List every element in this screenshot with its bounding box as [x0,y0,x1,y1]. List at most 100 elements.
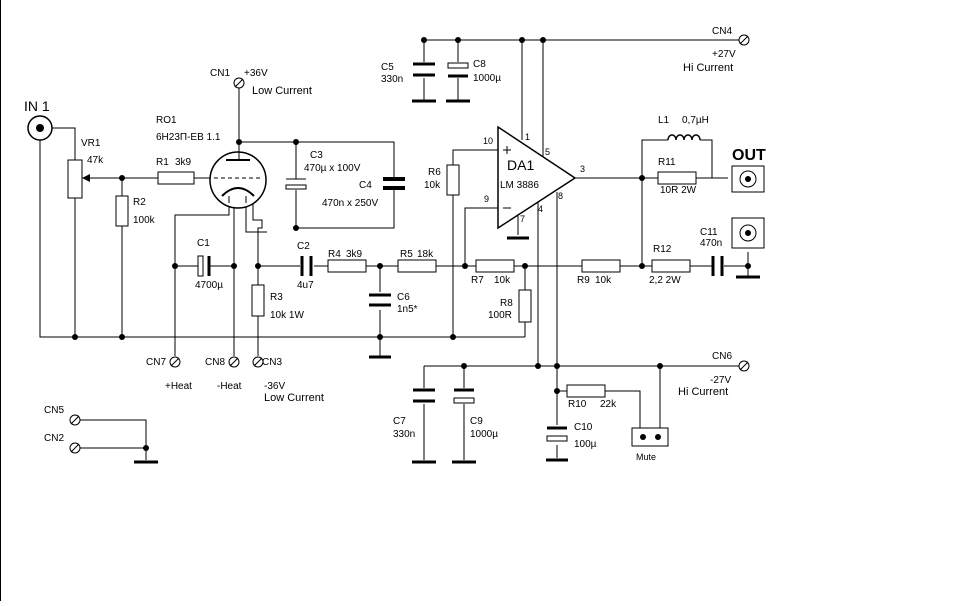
label-pin7: 7 [520,214,525,224]
terminal-cn6 [738,360,750,372]
label-r12: R12 [653,244,672,255]
label-ro1-value: 6Н23П-ЕВ 1.1 [156,132,221,143]
label-cn8: CN8 [205,357,225,368]
resistor-r4 [327,259,367,273]
mute-jumper [631,427,669,447]
label-cn2: CN2 [44,433,64,444]
capacitor-c1 [197,255,211,277]
inductor-l1 [667,134,701,141]
capacitor-c7 [413,388,435,403]
label-l1-value: 0,7µH [682,115,709,126]
resistor-r8 [518,289,532,323]
capacitor-c9 [453,388,475,404]
label-c11-value: 470n [700,238,722,249]
capacitor-c3 [285,178,307,190]
label-cn8-heat: -Heat [217,381,242,392]
label-c4-value: 470n x 250V [322,198,378,209]
resistor-r2 [115,195,129,227]
resistor-r12 [651,259,691,273]
resistor-r5 [397,259,437,273]
label-out: OUT [732,147,766,164]
label-c3-value: 470µ x 100V [304,163,361,174]
capacitor-c8 [447,62,469,78]
label-r9: R9 [577,275,590,286]
terminal-cn3 [252,356,264,368]
label-pin8: 8 [558,191,563,201]
label-c9-value: 1000µ [470,429,498,440]
label-r2: R2 [133,197,146,208]
label-c1-value: 4700µ [195,280,223,291]
label-r10: R10 [568,399,587,410]
label-r1: R1 [156,157,169,168]
output-jack-out [731,165,765,193]
label-vr1: VR1 [81,138,101,149]
label-cn6-current: Hi Current [678,386,728,398]
label-c1: C1 [197,238,210,249]
label-c11: C11 [700,227,718,238]
label-r1-value: 3k9 [175,157,192,168]
label-cn7-heat: +Heat [165,381,192,392]
capacitor-c11 [711,256,724,276]
label-c6-value: 1n5* [397,304,418,315]
label-r3: R3 [270,292,283,303]
terminal-cn5 [69,414,81,426]
resistor-r10 [566,384,606,398]
label-pin5: 5 [545,147,550,157]
label-r7-value: 10k [494,275,511,286]
label-r2-value: 100k [133,215,156,226]
resistor-r9 [581,259,621,273]
label-pin1: 1 [525,132,530,142]
label-cn3-voltage: -36V [264,381,285,392]
connector-terminals [69,34,750,454]
terminal-cn2 [69,442,81,454]
label-r5: R5 [400,249,413,260]
label-cn1-current: Low Current [252,85,312,97]
label-c4: C4 [359,180,372,191]
ground-symbols [134,99,760,464]
resistor-r3 [251,284,265,317]
left-border [0,0,1,601]
terminal-cn8 [228,356,240,368]
label-cn5: CN5 [44,405,64,416]
label-r9-value: 10k [595,275,612,286]
resistor-r11 [657,171,697,185]
opamp-da1 [497,125,577,230]
label-cn1-voltage: +36V [244,68,268,79]
label-c2-value: 4u7 [297,280,314,291]
text-labels: IN 1 OUT VR1 47k RO1 6Н23П-ЕВ 1.1 R1 3k9… [24,26,766,462]
label-c9: C9 [470,416,483,427]
label-cn3-current: Low Current [264,392,324,404]
label-cn4-current: Hi Current [683,62,733,74]
label-pin4: 4 [538,204,543,214]
label-r4: R4 [328,249,341,260]
label-in1: IN 1 [24,98,50,114]
capacitor-c6 [369,293,391,307]
label-r5-value: 18k [417,249,434,260]
label-c10-value: 100µ [574,439,597,450]
label-r6-value: 10k [424,180,441,191]
label-r3-value: 10k 1W [270,310,304,321]
terminal-cn4 [738,34,750,46]
capacitor-c10 [546,426,568,442]
resistor-r7 [475,259,515,273]
wires [39,39,749,460]
capacitor-c5 [413,62,435,77]
capacitor-c4 [383,177,405,190]
label-r8-value: 100R [488,310,512,321]
label-r6: R6 [428,167,441,178]
resistor-r6 [446,164,460,196]
label-c10: C10 [574,422,593,433]
label-da1-value: LM 3886 [500,180,539,191]
label-c3: C3 [310,150,323,161]
label-c5: C5 [381,62,394,73]
label-r4-value: 3k9 [346,249,363,260]
label-r12-value: 2,2 2W [649,275,681,286]
label-r7: R7 [471,275,484,286]
label-r11-value: 10R 2W [660,185,697,196]
label-pin9: 9 [484,194,489,204]
label-cn3: CN3 [262,357,282,368]
tube-ro1 [209,142,267,209]
label-pin10: 10 [483,136,493,146]
